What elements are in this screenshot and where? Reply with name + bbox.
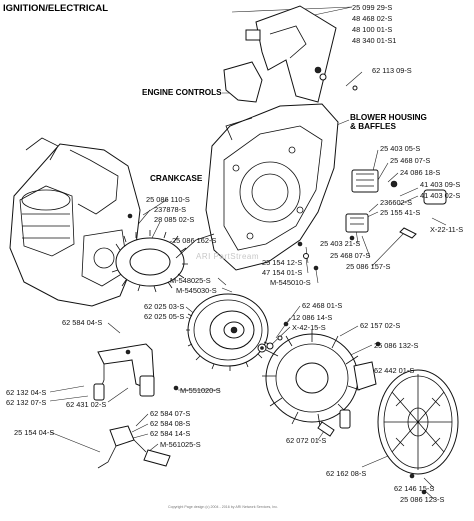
hardware-part — [127, 213, 381, 437]
stator-part — [111, 230, 215, 293]
callout: 25 086 110-S — [146, 195, 190, 204]
callout: 62 162 08-S — [326, 469, 367, 478]
callout: 62 584 07-S — [150, 409, 191, 418]
callout: 47 154 01-S — [262, 268, 303, 277]
callout: M-545030-S — [176, 286, 217, 295]
callout: 25 403 05-S — [380, 144, 421, 153]
ignition-coil-part — [93, 343, 179, 469]
callout: 25 468 07-S — [390, 156, 431, 165]
callout: 62 132 04-S — [6, 388, 47, 397]
grass-screen-part — [377, 369, 459, 495]
callout: 41 403 09-S — [420, 180, 461, 189]
callout: 62 146 15-S — [394, 484, 435, 493]
engine-controls-part — [223, 5, 358, 103]
callout: 62 584 14-S — [150, 429, 191, 438]
copyright-footer: Copyright Page design (c) 2004 - 2016 by… — [168, 505, 279, 509]
callout: 25 154 04-S — [14, 428, 55, 437]
callout: 48 340 01-S1 — [352, 36, 397, 45]
callout: 25 155 41-S — [380, 208, 421, 217]
callout: M-545010-S — [270, 278, 311, 287]
callout: M-551020-S — [180, 386, 221, 395]
callout: X-42-15-S — [292, 323, 326, 332]
callout: 62 468 01-S — [302, 301, 343, 310]
callout: M-548025-S — [170, 276, 211, 285]
callout: 62 442 01-S — [374, 366, 415, 375]
callout: 62 132 07-S — [6, 398, 47, 407]
callout: 62 431 02-S — [66, 400, 107, 409]
crankcase-part — [9, 137, 141, 307]
callout: 62 113 09-S — [372, 66, 412, 75]
callout: 62 025 05-S — [144, 312, 185, 321]
callout: 25 154 12-S — [262, 258, 303, 267]
flywheel-part — [186, 293, 270, 371]
label-blower-housing: BLOWER HOUSING & BAFFLES — [350, 113, 427, 132]
callout: 25 468 07-S — [330, 251, 371, 260]
callout: 25 099 29-S — [352, 3, 393, 12]
callout: 25 086 132-S — [374, 341, 419, 350]
callout: 62 072 01-S — [286, 436, 327, 445]
regulator-part — [345, 169, 447, 239]
callout: 48 100 01-S — [352, 25, 393, 34]
callout: 25 403 21-S — [320, 239, 361, 248]
callout: 25 086 157-S — [346, 262, 391, 271]
callout: M-561025-S — [160, 440, 201, 449]
callout: 28 085 02-S — [154, 215, 195, 224]
page-title: IGNITION/ELECTRICAL — [3, 3, 109, 14]
label-engine-controls: ENGINE CONTROLS — [142, 88, 222, 97]
callout: 62 157 02-S — [360, 321, 401, 330]
label-crankcase: CRANKCASE — [150, 174, 203, 183]
callout: 48 468 02-S — [352, 14, 393, 23]
callout: 25 086 162-S — [172, 236, 217, 245]
callout: X-22-11-S — [430, 225, 464, 234]
watermark: ARI PartStream — [196, 252, 260, 261]
callout: 12 086 14-S — [292, 313, 333, 322]
callout: 25 086 123-S — [400, 495, 445, 504]
callout: 62 584 08-S — [150, 419, 191, 428]
blower-housing-part — [205, 103, 339, 271]
callout: 24 086 18-S — [400, 168, 441, 177]
callout: 237878-S — [154, 205, 187, 214]
callout: 62 584 04-S — [62, 318, 103, 327]
fan-part — [257, 330, 377, 429]
callout: 236602-S — [380, 198, 413, 207]
callout: 62 025 03-S — [144, 302, 185, 311]
callout: 41 403 02-S — [420, 191, 461, 200]
